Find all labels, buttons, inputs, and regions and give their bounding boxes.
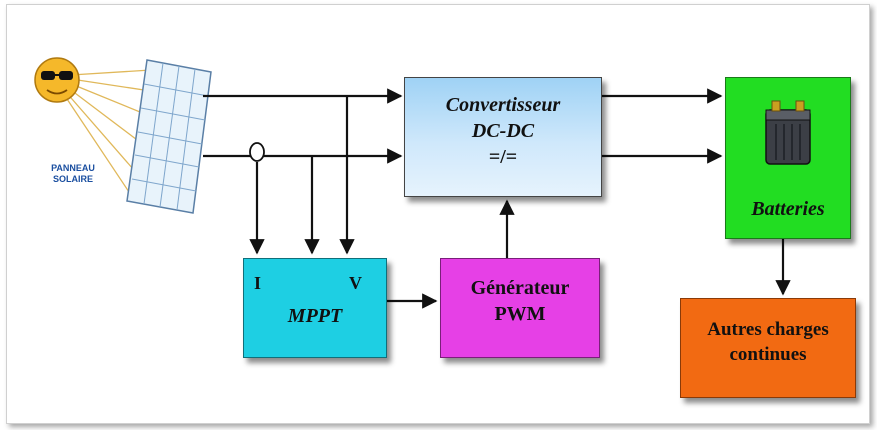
diagram-frame: PANNEAU SOLAIRE Convertisseur DC-DC =/= … (6, 4, 870, 424)
pwm-line-1: Générateur (470, 277, 570, 299)
converter-title: Convertisseur (445, 94, 561, 116)
battery-icon (765, 100, 811, 165)
dc-loads-block: Autres charges continues (680, 298, 856, 398)
solar-panel-icon (126, 59, 212, 214)
mppt-label: MPPT (287, 305, 343, 327)
diagram-canvas (34, 57, 791, 309)
wiring (203, 88, 791, 309)
dc-dc-converter-block: Convertisseur DC-DC =/= (404, 77, 602, 197)
mppt-voltage-input-label: V (349, 273, 362, 293)
loads-line-1: Autres charges (707, 319, 829, 340)
sun-icon (34, 57, 80, 103)
batteries-label: Batteries (751, 198, 825, 220)
mppt-block: I V MPPT (243, 258, 387, 358)
current-sensor-icon (249, 142, 265, 162)
converter-subtitle: DC-DC (471, 120, 535, 142)
loads-line-2: continues (729, 344, 807, 365)
converter-symbol: =/= (488, 146, 518, 168)
mppt-current-input-label: I (254, 273, 262, 293)
batteries-block: Batteries (725, 77, 851, 239)
pwm-generator-block: Générateur PWM (440, 258, 600, 358)
pwm-line-2: PWM (494, 303, 546, 325)
solar-panel-label: PANNEAU SOLAIRE (51, 163, 95, 184)
